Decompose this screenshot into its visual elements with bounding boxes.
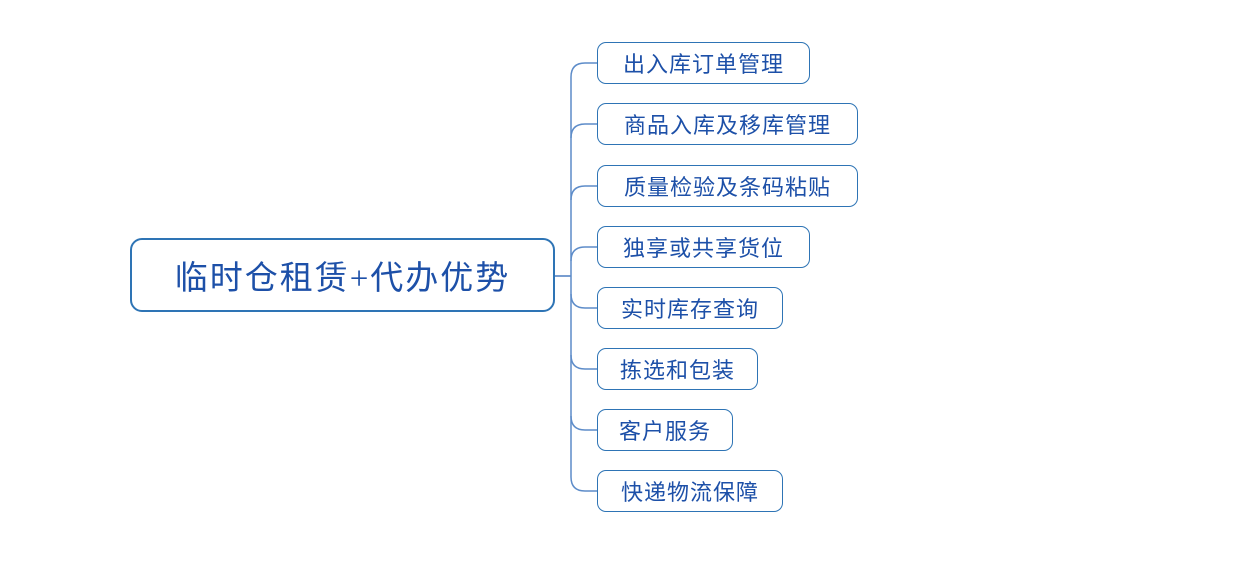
branch-label: 独享或共享货位 — [622, 236, 784, 261]
connector-elbow — [570, 123, 597, 139]
root-topic-label: 临时仓租赁+代办优势 — [174, 261, 511, 297]
connector-elbow — [570, 246, 597, 262]
branch-label: 拣选和包装 — [619, 358, 735, 383]
root-topic-node[interactable]: 临时仓租赁+代办优势 — [130, 238, 555, 312]
branch-label: 出入库订单管理 — [622, 52, 784, 77]
connector-elbow — [570, 415, 597, 431]
branch-node-shared-slots[interactable]: 独享或共享货位 — [597, 226, 810, 268]
connector-elbow — [570, 293, 597, 309]
connector-elbow — [570, 185, 597, 201]
branch-label: 质量检验及条码粘贴 — [623, 175, 831, 200]
connector-elbow — [570, 354, 597, 370]
branch-label: 商品入库及移库管理 — [623, 113, 831, 138]
branch-label: 实时库存查询 — [620, 297, 759, 322]
branch-node-inbound-transfer[interactable]: 商品入库及移库管理 — [597, 103, 858, 145]
connector-elbow — [570, 476, 597, 492]
connector-elbow — [570, 62, 597, 78]
branch-node-express-logistics[interactable]: 快递物流保障 — [597, 470, 783, 512]
branch-node-quality-barcode[interactable]: 质量检验及条码粘贴 — [597, 165, 858, 207]
branch-node-customer-service[interactable]: 客户服务 — [597, 409, 733, 451]
branch-label: 快递物流保障 — [620, 480, 759, 505]
branch-node-order-management[interactable]: 出入库订单管理 — [597, 42, 810, 84]
branch-node-picking-packing[interactable]: 拣选和包装 — [597, 348, 758, 390]
branch-label: 客户服务 — [618, 419, 711, 444]
branch-node-realtime-inventory[interactable]: 实时库存查询 — [597, 287, 783, 329]
